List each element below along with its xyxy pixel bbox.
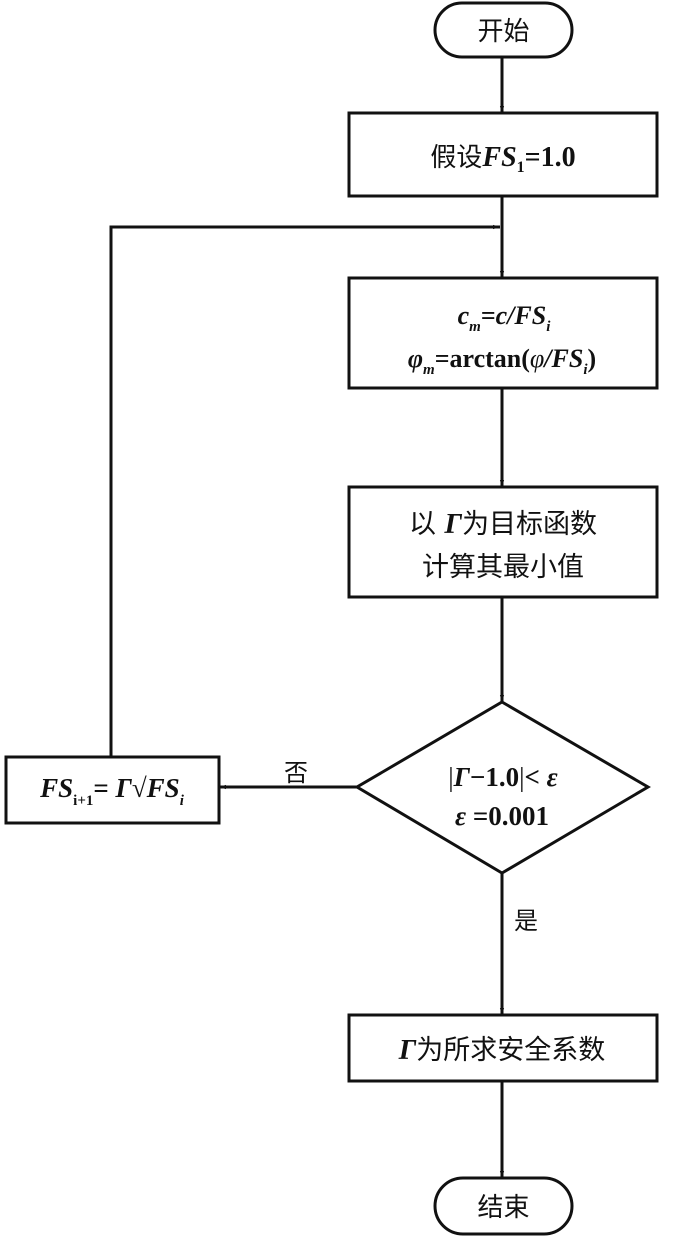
no-label: 否 — [284, 759, 308, 787]
optimize-line-2: 计算其最小值 — [422, 552, 584, 583]
decision-threshold: ε =0.001 — [455, 801, 549, 831]
reduce-node: cm=c/FSi φm=arctan(φ/FSi) — [347, 276, 659, 390]
yes-label: 是 — [514, 907, 538, 935]
decision-condition: |Γ−1.0|< ε — [448, 762, 557, 792]
init-node: 假设FS1=1.0 — [347, 111, 659, 198]
update-formula: FSi+1= Γ√FSi — [39, 773, 185, 809]
start-node: 开始 — [433, 1, 574, 59]
arrow-loop-back — [109, 224, 500, 757]
optimize-node: 以 Γ为目标函数 计算其最小值 — [347, 485, 659, 599]
optimize-line-1: 以 Γ为目标函数 — [409, 508, 597, 540]
result-node: Γ为所求安全系数 — [347, 1013, 659, 1083]
update-node: FSi+1= Γ√FSi — [4, 755, 221, 825]
result-label: Γ为所求安全系数 — [398, 1034, 606, 1066]
end-node: 结束 — [433, 1176, 574, 1236]
decision-node: |Γ−1.0|< ε ε =0.001 — [354, 700, 651, 875]
start-label: 开始 — [477, 17, 529, 47]
reduce-line-2: φm=arctan(φ/FSi) — [408, 344, 596, 378]
end-label: 结束 — [477, 1193, 529, 1223]
init-label: 假设FS1=1.0 — [430, 142, 575, 176]
reduce-line-1: cm=c/FSi — [458, 301, 552, 335]
